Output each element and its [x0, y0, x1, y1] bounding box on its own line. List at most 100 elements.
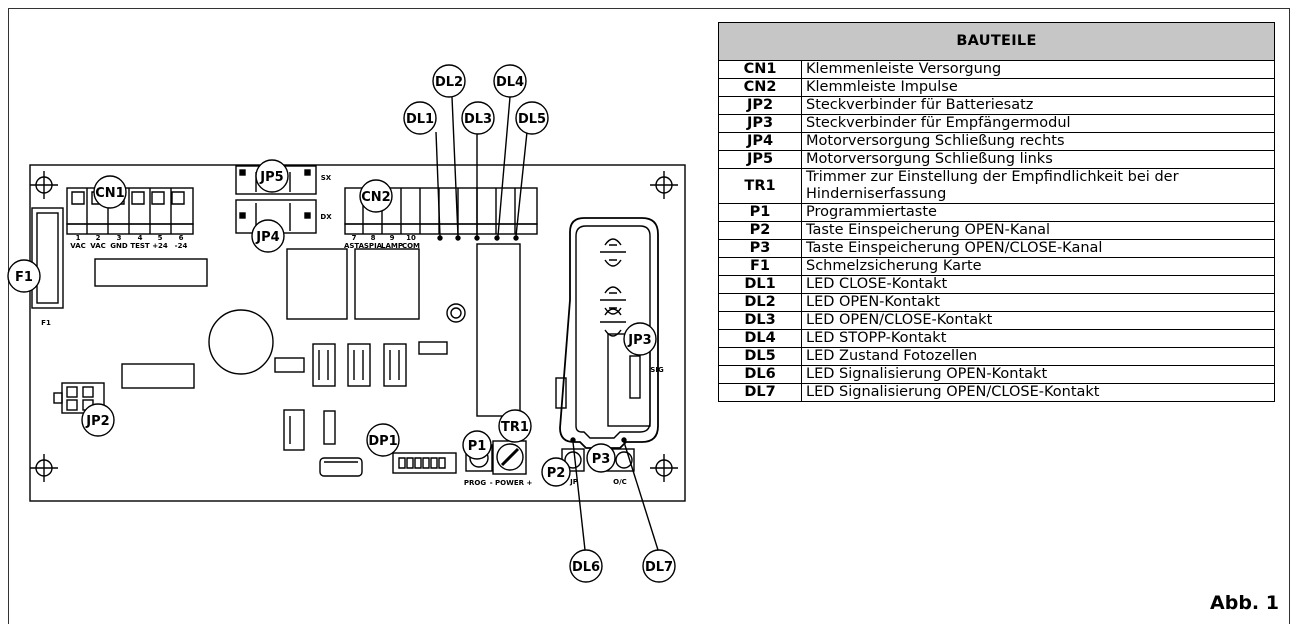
component-code: DL1 — [718, 275, 802, 294]
svg-text:P2: P2 — [547, 466, 566, 481]
callout-jp2: JP2 — [81, 403, 115, 437]
component-code: DL4 — [718, 329, 802, 348]
led — [570, 437, 576, 443]
svg-text:DL6: DL6 — [572, 560, 600, 575]
callout-dp1: DP1 — [366, 423, 400, 457]
svg-text:P1: P1 — [468, 439, 487, 454]
callout-dl7: DL7 — [642, 549, 676, 583]
led — [437, 235, 443, 241]
sig-label: SIG — [650, 366, 664, 374]
transistor — [347, 343, 371, 387]
oc-label: O/C — [613, 478, 627, 486]
table-header: BAUTEILE — [718, 22, 1275, 61]
f1-silkscreen: F1 — [41, 319, 51, 327]
relay — [354, 248, 420, 320]
callout-dl6: DL6 — [569, 549, 603, 583]
figure-frame — [8, 8, 1290, 624]
component-code: JP4 — [718, 132, 802, 151]
component-code: P3 — [718, 239, 802, 258]
svg-text:JP4: JP4 — [255, 230, 279, 245]
component-description: LED OPEN/CLOSE-Kontakt — [801, 311, 1275, 330]
cn1-pin-label: -24 — [175, 242, 188, 250]
component-description: LED CLOSE-Kontakt — [801, 275, 1275, 294]
component-block — [121, 363, 195, 389]
svg-text:DL2: DL2 — [435, 75, 463, 90]
component-code: DL2 — [718, 293, 802, 312]
callout-p2: P2 — [541, 457, 571, 487]
mounting-hole — [30, 454, 58, 482]
cn2-pin-number: 10 — [406, 234, 416, 242]
led — [621, 437, 627, 443]
svg-text:CN2: CN2 — [361, 190, 390, 205]
callout-dl1: DL1 — [403, 101, 437, 135]
transformer — [476, 243, 521, 417]
svg-text:CN1: CN1 — [95, 186, 124, 201]
svg-text:JP2: JP2 — [85, 414, 109, 429]
component-description: LED Signalisierung OPEN-Kontakt — [801, 365, 1275, 384]
sx-label: SX — [321, 174, 332, 182]
component-description: Schmelzsicherung Karte — [801, 257, 1275, 276]
component-code: F1 — [718, 257, 802, 276]
component-block — [555, 377, 567, 409]
cn1-pin-label: TEST — [130, 242, 150, 250]
cn2-pin-label: SPIA — [364, 242, 383, 250]
svg-text:JP3: JP3 — [627, 333, 651, 348]
component-code: DL6 — [718, 365, 802, 384]
component-code: DL5 — [718, 347, 802, 366]
led — [474, 235, 480, 241]
transistor — [283, 409, 305, 451]
callout-jp4: JP4 — [251, 219, 285, 253]
dp1-dip-switch — [392, 452, 457, 474]
component-description: Klemmleiste Impulse — [801, 78, 1275, 97]
component-description: Trimmer zur Einstellung der Empfindlichk… — [801, 168, 1275, 204]
svg-text:DL5: DL5 — [518, 112, 546, 127]
cn1-pin-number: 6 — [179, 234, 184, 242]
callout-tr1: TR1 — [498, 409, 532, 443]
component-description: Taste Einspeicherung OPEN-Kanal — [801, 221, 1275, 240]
transistor — [312, 343, 336, 387]
tr1-trimmer-knob — [496, 443, 524, 471]
svg-text:TR1: TR1 — [501, 420, 529, 435]
screw-hole — [446, 303, 466, 323]
svg-text:DL4: DL4 — [496, 75, 524, 90]
mounting-hole — [30, 171, 58, 199]
cn1-pin-number: 4 — [138, 234, 143, 242]
component-block — [323, 410, 336, 445]
mounting-hole — [650, 454, 678, 482]
jp-label: JP — [569, 478, 578, 486]
leader-line — [435, 131, 441, 237]
leader-line — [572, 441, 586, 551]
component-description: Steckverbinder für Batteriesatz — [801, 96, 1275, 115]
callout-cn1: CN1 — [93, 175, 127, 209]
component-code: TR1 — [718, 168, 802, 204]
led — [494, 235, 500, 241]
cn1-pin-label: VAC — [70, 242, 86, 250]
svg-text:DL7: DL7 — [645, 560, 673, 575]
component-description: LED OPEN-Kontakt — [801, 293, 1275, 312]
cn1-terminal-block — [66, 187, 194, 235]
cn1-pin-label: GND — [110, 242, 128, 250]
mounting-hole — [650, 171, 678, 199]
callout-dl3: DL3 — [461, 101, 495, 135]
component-description: Programmiertaste — [801, 203, 1275, 222]
component-code: DL3 — [718, 311, 802, 330]
jp2-connector — [53, 382, 105, 414]
svg-text:F1: F1 — [15, 270, 33, 285]
cn1-pin-number: 5 — [158, 234, 163, 242]
antenna-symbol — [600, 238, 626, 337]
figure-caption: Abb. 1 — [1210, 592, 1279, 614]
component-code: CN2 — [718, 78, 802, 97]
component-description: Taste Einspeicherung OPEN/CLOSE-Kanal — [801, 239, 1275, 258]
component-description: LED Zustand Fotozellen — [801, 347, 1275, 366]
callout-dl2: DL2 — [432, 64, 466, 98]
cn2-pin-label: LAMP — [381, 242, 403, 250]
cn1-pin-number: 3 — [117, 234, 122, 242]
f1-fuse-holder — [31, 207, 64, 309]
